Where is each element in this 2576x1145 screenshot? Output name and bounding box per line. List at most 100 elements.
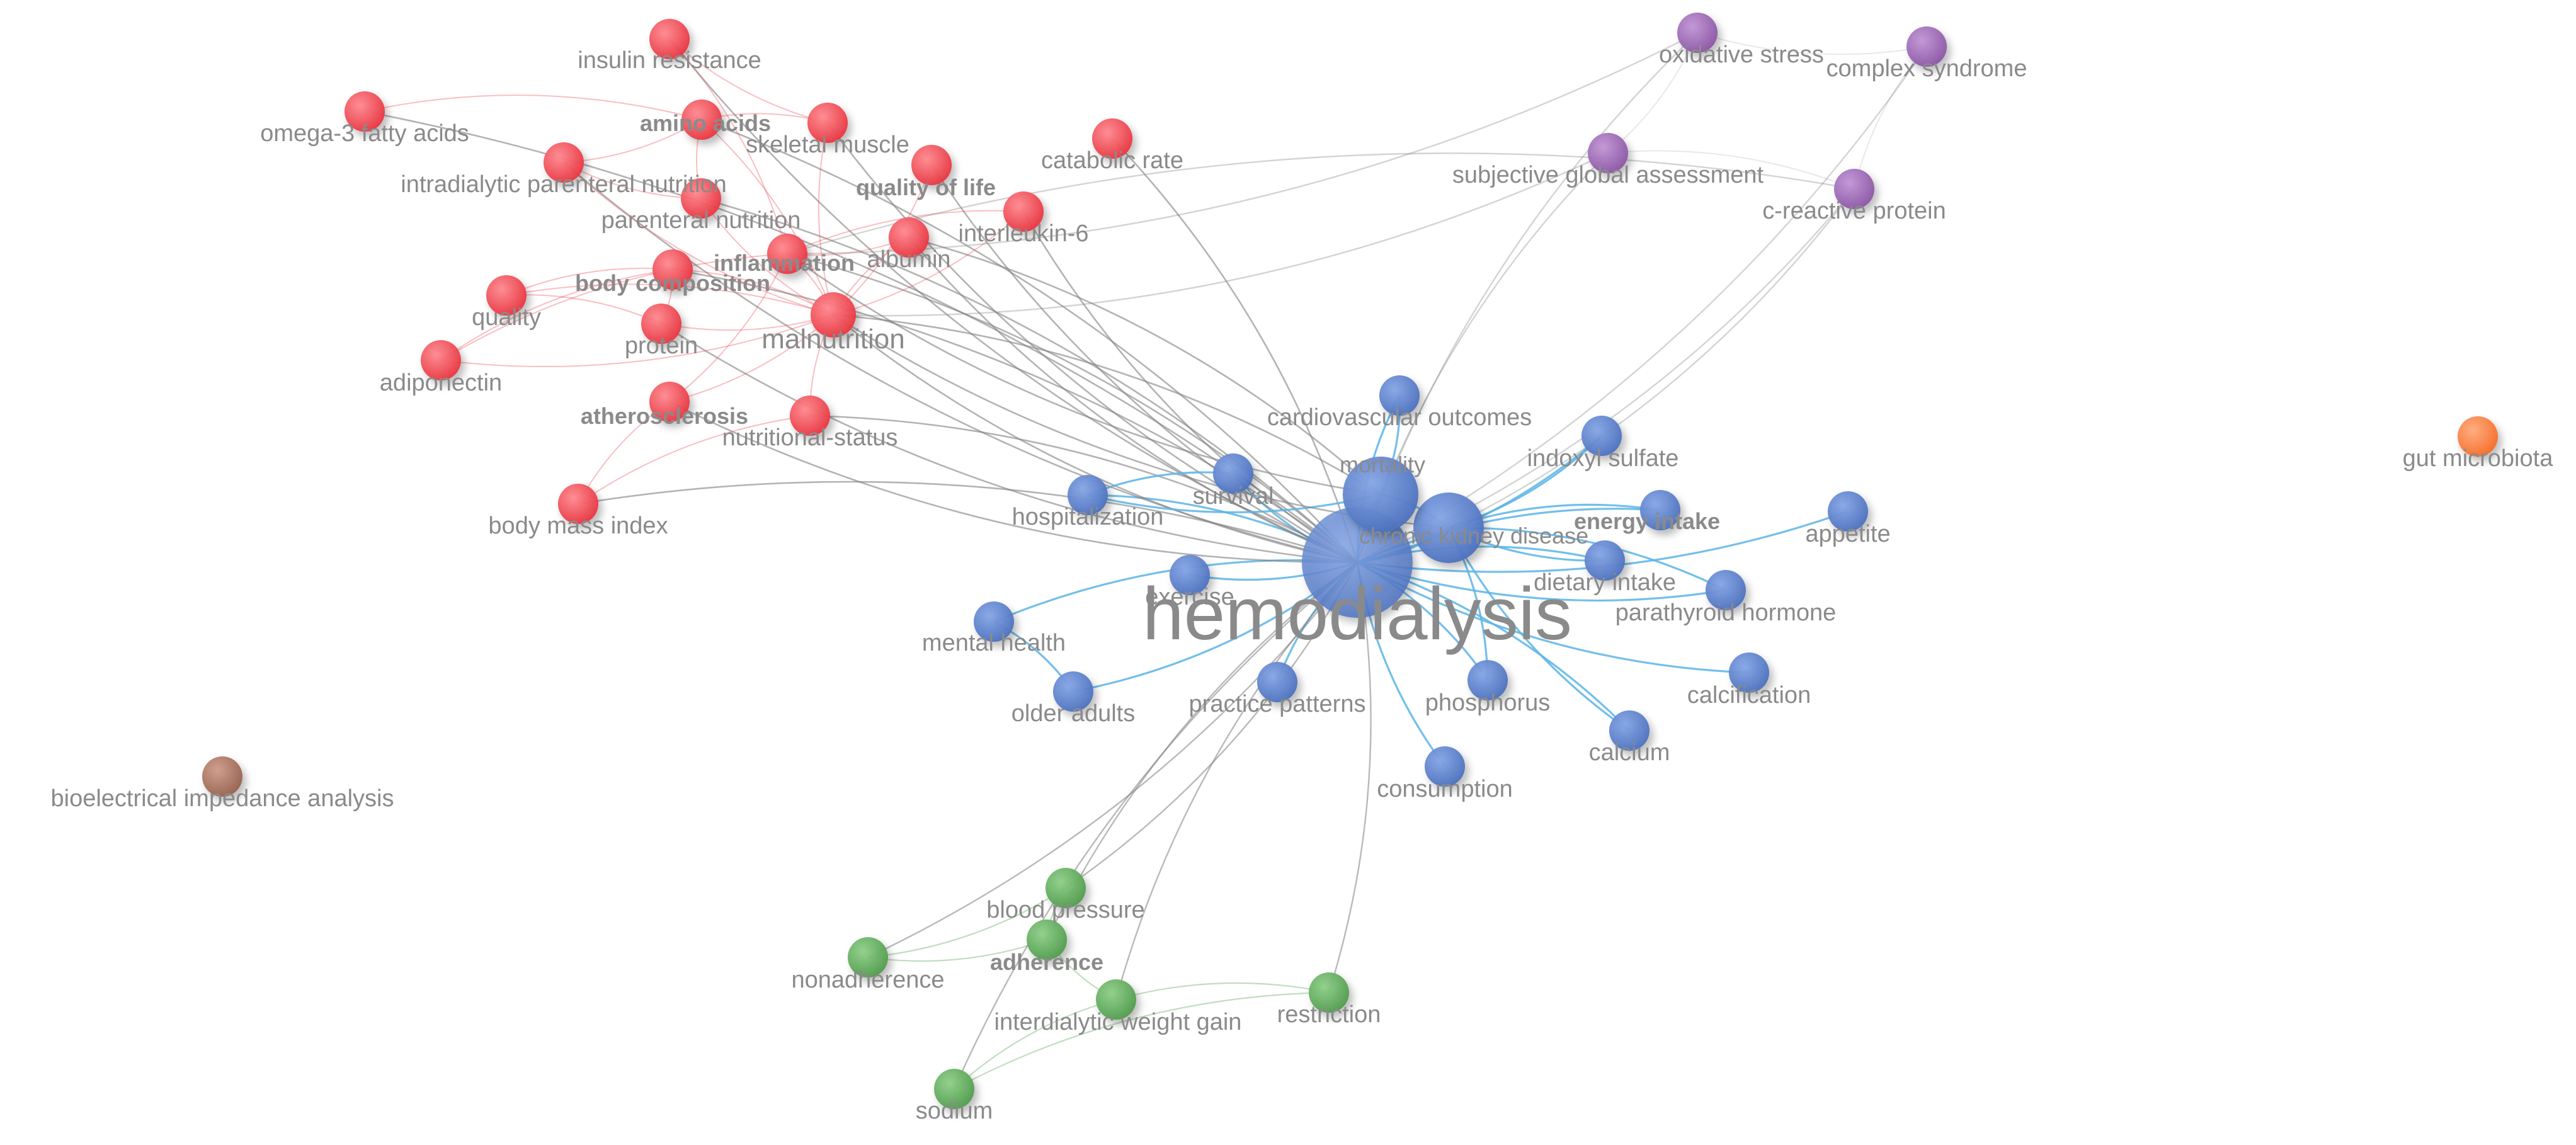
node-practice[interactable] (1257, 662, 1297, 702)
label-bmi: body mass index (488, 513, 668, 539)
node-phosphorus[interactable] (1468, 660, 1508, 700)
node-oxidative[interactable] (1677, 13, 1718, 53)
edge-hemodialysis-ipn (563, 162, 1358, 564)
node-qol[interactable] (911, 145, 952, 185)
node-dietary[interactable] (1585, 540, 1625, 581)
edge-oxidative-complex (1697, 32, 1927, 55)
edge-hemodialysis-complex (1357, 46, 1927, 564)
node-il6[interactable] (1003, 191, 1044, 232)
node-bmi[interactable] (558, 484, 598, 524)
label-pth: parathyroid hormone (1616, 600, 1837, 626)
edge-malnutrition-pn (700, 198, 834, 316)
node-bodycomp[interactable] (653, 249, 693, 290)
node-cardio[interactable] (1379, 375, 1420, 416)
edge-bp-nonadherence (867, 887, 1066, 959)
edge-nutstatus-bmi (578, 415, 811, 504)
edge-hemodialysis-nutstatus (809, 414, 1358, 564)
node-catabolic[interactable] (1092, 118, 1132, 159)
label-oxidative: oxidative stress (1659, 42, 1824, 68)
node-pn[interactable] (681, 178, 721, 219)
node-idwg[interactable] (1096, 979, 1136, 1020)
label-bia: bioelectrical impedance analysis (51, 785, 394, 812)
label-ipn: intradialytic parenteral nutrition (401, 171, 727, 198)
node-inflammation[interactable] (767, 234, 807, 274)
node-skeletal[interactable] (807, 103, 848, 143)
node-atherosclerosis[interactable] (649, 382, 690, 422)
edge-hemodialysis-skeletal (826, 122, 1358, 564)
node-sga[interactable] (1588, 133, 1628, 173)
label-malnutrition: malnutrition (761, 324, 904, 355)
edge-hemodialysis-catabolic (1112, 138, 1359, 563)
edge-malnutrition-sga (833, 152, 1609, 317)
label-amino: amino acids (640, 110, 771, 136)
label-nonadherence: nonadherence (792, 967, 945, 993)
node-older[interactable] (1053, 671, 1093, 712)
label-consumption: consumption (1377, 776, 1512, 802)
node-malnutrition[interactable] (811, 292, 856, 338)
node-crp[interactable] (1834, 169, 1874, 209)
node-exercise[interactable] (1170, 555, 1210, 595)
node-energy[interactable] (1640, 490, 1680, 530)
edge-restriction-sodium (954, 991, 1330, 1090)
node-hospitalization[interactable] (1068, 475, 1108, 515)
edge-malnutrition-il6 (833, 211, 1024, 316)
node-calcium[interactable] (1609, 710, 1650, 751)
node-mortality[interactable] (1343, 457, 1418, 532)
node-protein[interactable] (641, 304, 681, 344)
node-complex[interactable] (1906, 26, 1947, 67)
node-appetite[interactable] (1828, 491, 1868, 532)
node-consumption[interactable] (1425, 746, 1465, 787)
node-indoxyl[interactable] (1582, 416, 1622, 456)
node-gut[interactable] (2458, 416, 2498, 457)
label-complex: complex syndrome (1827, 55, 2027, 82)
node-insulin[interactable] (649, 19, 690, 59)
node-adherence[interactable] (1027, 920, 1067, 960)
label-hemodialysis: hemodialysis (1143, 572, 1572, 656)
label-phosphorus: phosphorus (1425, 690, 1551, 716)
edge-inflammation-oxidative (787, 31, 1698, 255)
node-calcification[interactable] (1729, 652, 1769, 693)
label-energy: energy intake (1574, 508, 1720, 534)
edge-hemodialysis-inflammation (787, 253, 1358, 563)
label-appetite: appetite (1805, 521, 1890, 547)
node-nutstatus[interactable] (790, 396, 830, 436)
label-qol: quality of life (856, 174, 996, 200)
label-crp: c-reactive protein (1762, 198, 1946, 224)
edge-ckd-crp (1448, 188, 1855, 529)
edge-inflammation-atherosclerosis (669, 253, 788, 402)
edge-hemodialysis-qol (930, 164, 1358, 564)
label-skeletal: skeletal muscle (746, 132, 909, 158)
node-hemodialysis[interactable] (1302, 507, 1413, 618)
node-restriction[interactable] (1309, 972, 1349, 1013)
node-albumin[interactable] (889, 217, 929, 258)
label-quality: quality (472, 304, 541, 331)
node-layer (202, 13, 2498, 1109)
node-bia[interactable] (202, 756, 242, 797)
node-adiponectin[interactable] (421, 340, 461, 380)
node-sodium[interactable] (934, 1069, 974, 1109)
node-bp[interactable] (1046, 868, 1086, 908)
node-survival[interactable] (1213, 453, 1253, 494)
node-pth[interactable] (1706, 570, 1746, 610)
node-ipn[interactable] (544, 142, 584, 183)
node-ckd[interactable] (1413, 493, 1484, 563)
edge-mortality-hospitalization (1087, 493, 1381, 513)
edge-hemodialysis-bp (1065, 562, 1359, 889)
edge-insulin-skeletal (669, 38, 828, 123)
node-quality[interactable] (486, 275, 527, 316)
label-adherence: adherence (990, 949, 1103, 975)
node-amino[interactable] (681, 100, 722, 140)
edge-hemodialysis-pn (700, 197, 1358, 563)
edge-sga-crp (1607, 150, 1855, 190)
label-pn: parenteral nutrition (601, 207, 801, 234)
node-mental[interactable] (974, 601, 1014, 642)
edge-idwg-sodium (954, 998, 1117, 1090)
edge-malnutrition-skeletal (818, 122, 834, 316)
node-omega3[interactable] (345, 91, 385, 132)
label-calcification: calcification (1687, 682, 1811, 709)
node-nonadherence[interactable] (848, 937, 888, 977)
label-albumin: albumin (867, 246, 950, 273)
edge-bodycomp-quality (506, 268, 673, 296)
edge-malnutrition-amino (701, 119, 834, 316)
